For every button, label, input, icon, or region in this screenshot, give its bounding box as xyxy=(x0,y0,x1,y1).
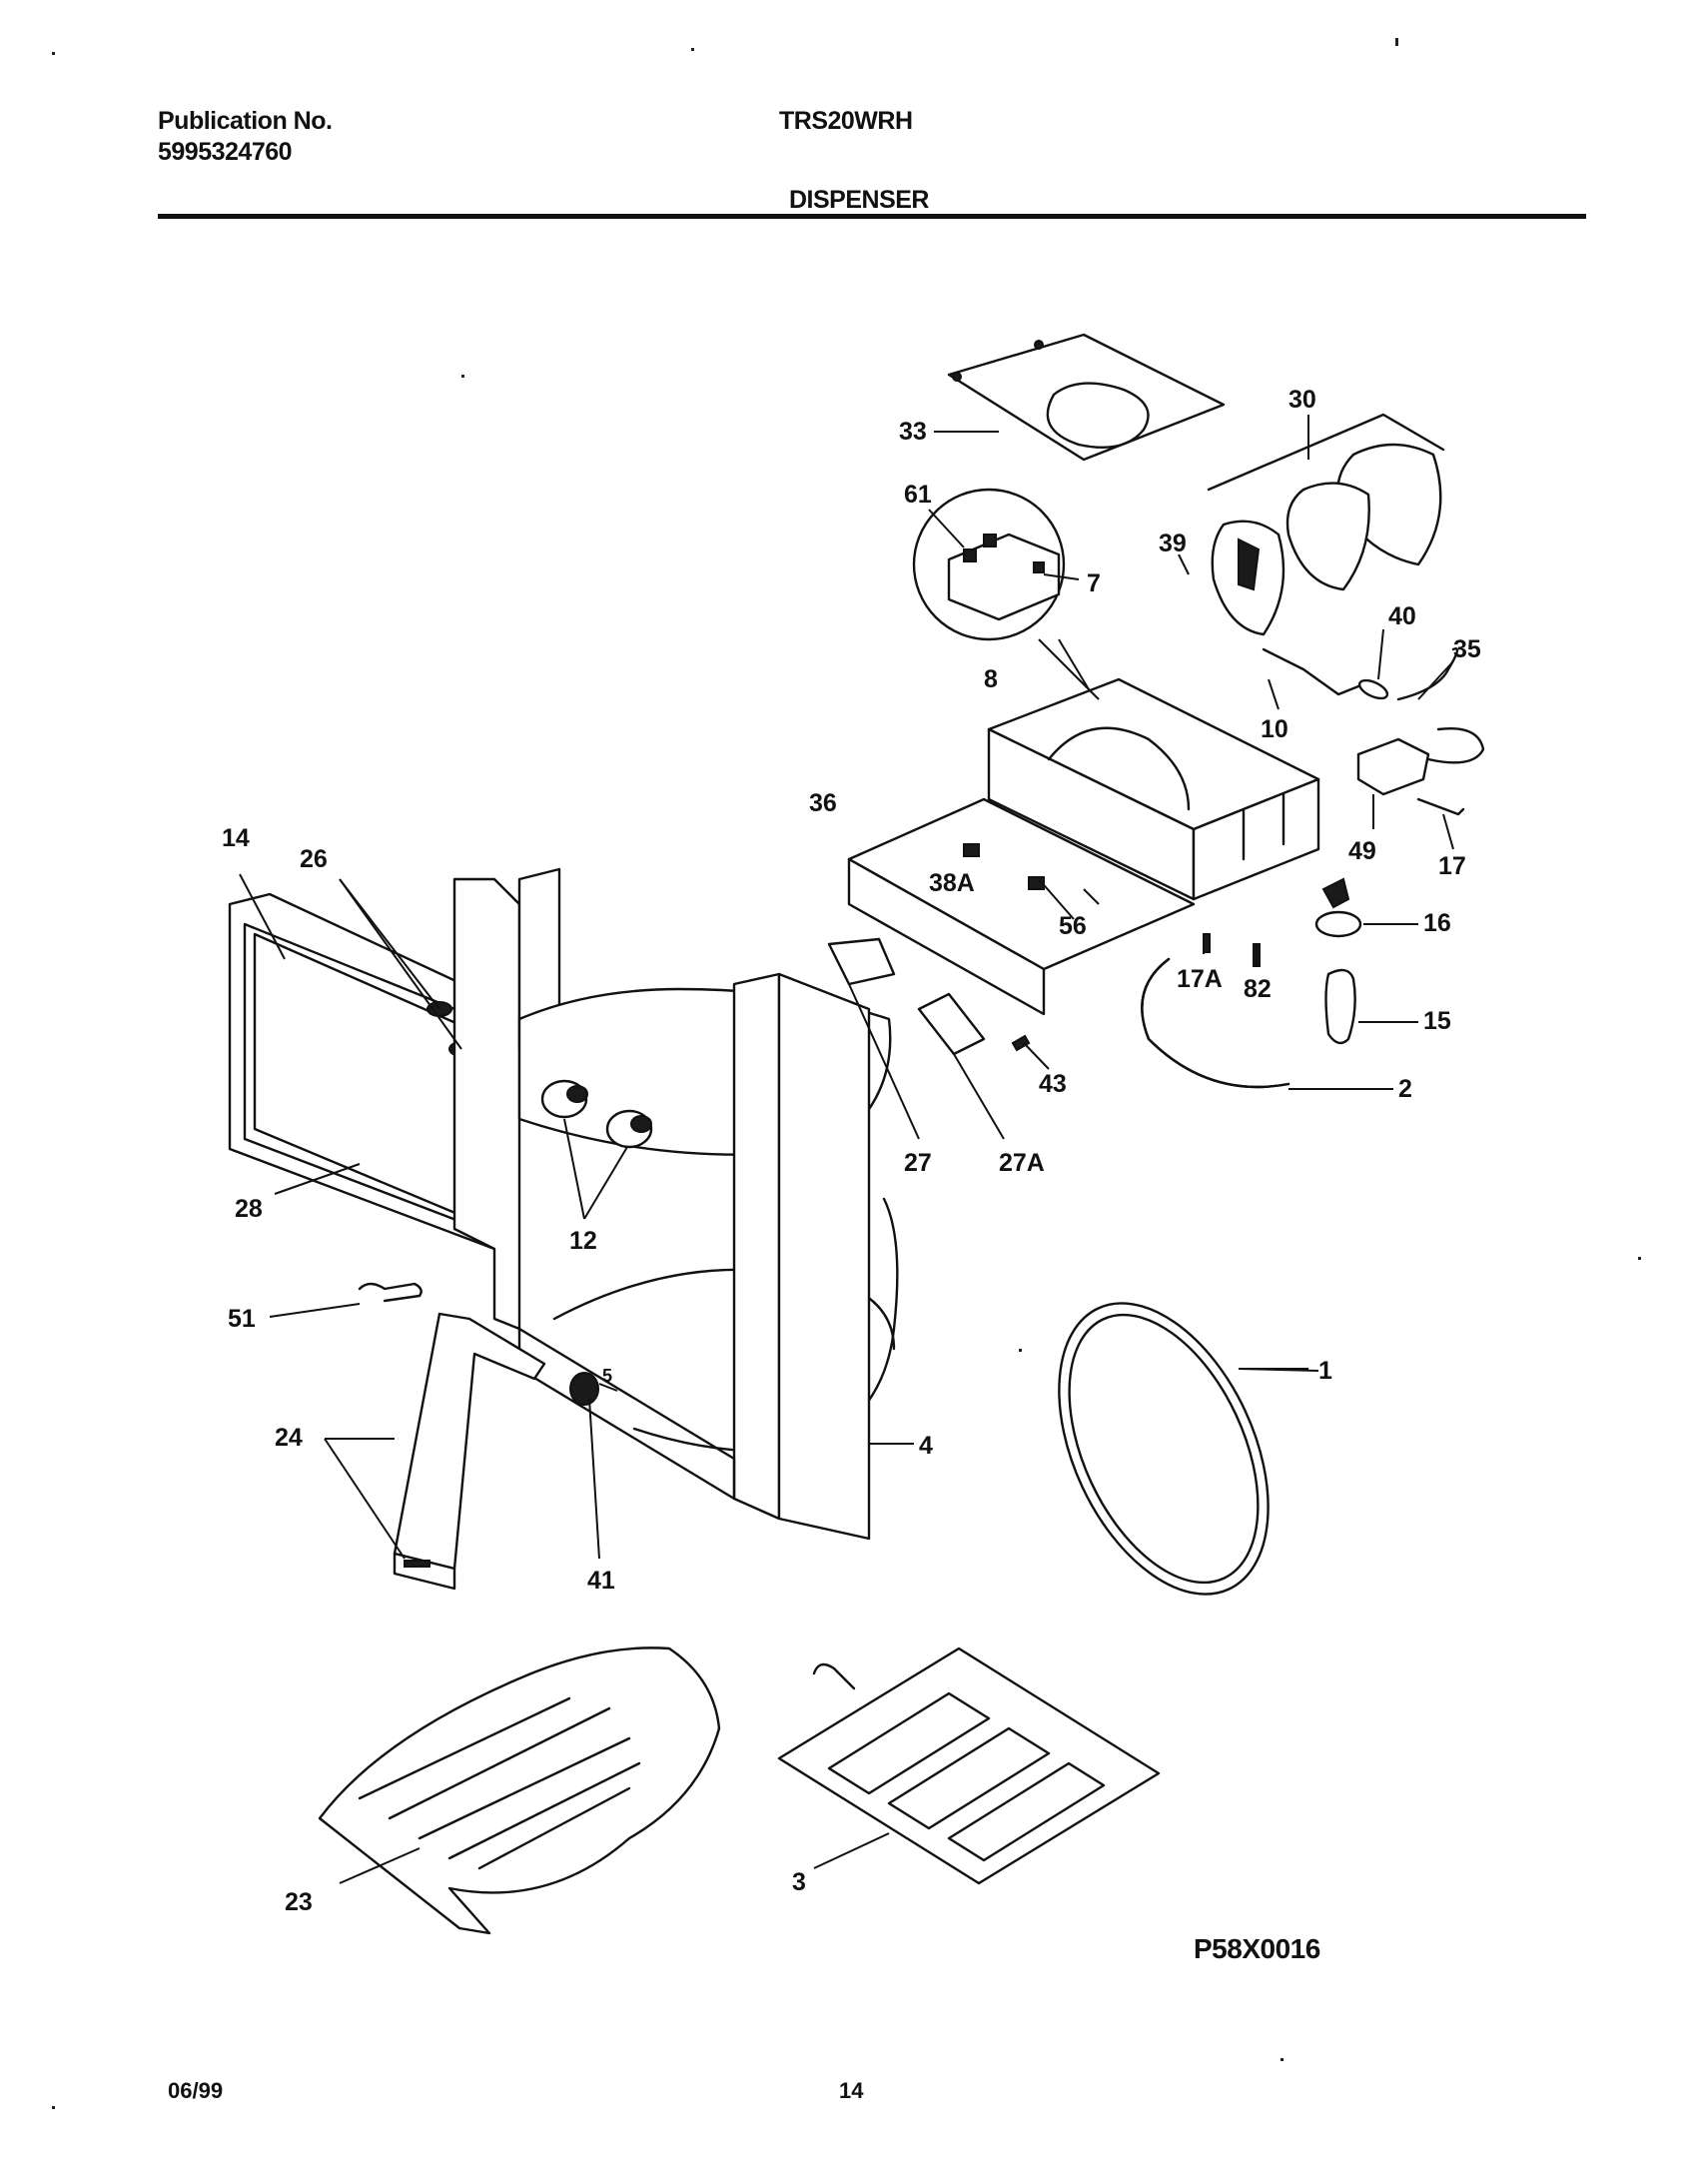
part-27a-lever xyxy=(917,992,986,1056)
callout-56: 56 xyxy=(1059,912,1087,940)
callout-15: 15 xyxy=(1423,1007,1451,1035)
scan-speck xyxy=(691,48,694,51)
part-8-dispenser-box xyxy=(987,638,1320,901)
part-17a-82-screws xyxy=(1203,933,1261,967)
callout-12: 12 xyxy=(569,1227,597,1255)
scan-speck xyxy=(52,52,55,55)
part-51-clip xyxy=(358,1282,423,1303)
part-2-wire-harness xyxy=(1141,957,1290,1089)
part-35-wiring xyxy=(1262,647,1485,816)
callout-39: 39 xyxy=(1159,530,1187,557)
part-36-front-panel xyxy=(847,797,1196,1016)
section-title: DISPENSER xyxy=(789,186,929,214)
part-27-lever xyxy=(827,937,896,986)
diagram-code: P58X0016 xyxy=(1194,1933,1320,1964)
publication-number: 5995324760 xyxy=(158,138,293,166)
callout-27: 27 xyxy=(904,1149,932,1177)
leader-lines xyxy=(239,415,1454,1884)
part-15-light-bulb xyxy=(1324,968,1356,1045)
callout-16: 16 xyxy=(1423,909,1451,937)
callout-40: 40 xyxy=(1388,602,1416,630)
part-16-lamp-socket xyxy=(1314,877,1362,938)
part-1-tubing xyxy=(1058,1302,1270,1596)
callout-17a: 17A xyxy=(1177,965,1223,993)
callout-1: 1 xyxy=(1318,1357,1332,1385)
publication-label: Publication No. xyxy=(158,107,333,135)
callout-26: 26 xyxy=(300,845,328,873)
callout-41: 41 xyxy=(587,1567,615,1595)
part-41-spring xyxy=(569,1372,618,1406)
part-23-tray xyxy=(318,1646,721,1935)
detail-circle-switch xyxy=(912,488,1066,641)
header-divider xyxy=(158,214,1586,219)
callout-38a: 38A xyxy=(929,869,975,897)
scan-speck xyxy=(1395,38,1398,46)
footer-page-number: 14 xyxy=(839,2078,864,2103)
callout-36: 36 xyxy=(809,789,837,817)
callout-27a: 27A xyxy=(999,1149,1045,1177)
part-30-housing xyxy=(1207,413,1445,636)
callout-35: 35 xyxy=(1453,635,1481,663)
scan-speck xyxy=(1638,1257,1641,1260)
model-number: TRS20WRH xyxy=(779,107,913,135)
callout-23: 23 xyxy=(285,1888,313,1916)
part-43-screw xyxy=(1011,1034,1031,1052)
part-3-heater xyxy=(777,1646,1161,1885)
callout-14: 14 xyxy=(222,824,250,852)
callout-3: 3 xyxy=(792,1868,806,1896)
callout-61: 61 xyxy=(904,481,932,509)
callout-17: 17 xyxy=(1438,852,1466,880)
callout-7: 7 xyxy=(1087,569,1101,597)
part-33-cover-plate xyxy=(947,333,1226,462)
callout-49: 49 xyxy=(1348,837,1376,865)
callout-51: 51 xyxy=(228,1305,256,1333)
part-12-actuators xyxy=(540,1079,653,1149)
callout-labels: 33 30 61 39 7 8 40 35 10 36 49 17 14 26 … xyxy=(222,386,1481,1916)
callout-10: 10 xyxy=(1261,715,1288,743)
callout-8: 8 xyxy=(984,665,998,693)
callout-43: 43 xyxy=(1039,1070,1067,1098)
footer-date: 06/99 xyxy=(168,2078,224,2103)
scan-speck xyxy=(52,2106,55,2109)
scan-speck xyxy=(1280,2058,1283,2061)
callout-4: 4 xyxy=(919,1432,933,1460)
callout-28: 28 xyxy=(235,1195,263,1223)
callout-5: 5 xyxy=(602,1366,612,1386)
part-24-actuator-arm xyxy=(393,1312,546,1591)
callout-24: 24 xyxy=(275,1424,303,1452)
part-4-dispenser-housing xyxy=(452,867,899,1541)
scan-speck xyxy=(461,375,464,378)
callout-2: 2 xyxy=(1398,1075,1412,1103)
callout-33: 33 xyxy=(899,418,927,446)
callout-30: 30 xyxy=(1288,386,1316,414)
scan-speck xyxy=(1019,1349,1022,1352)
callout-82: 82 xyxy=(1244,975,1272,1003)
